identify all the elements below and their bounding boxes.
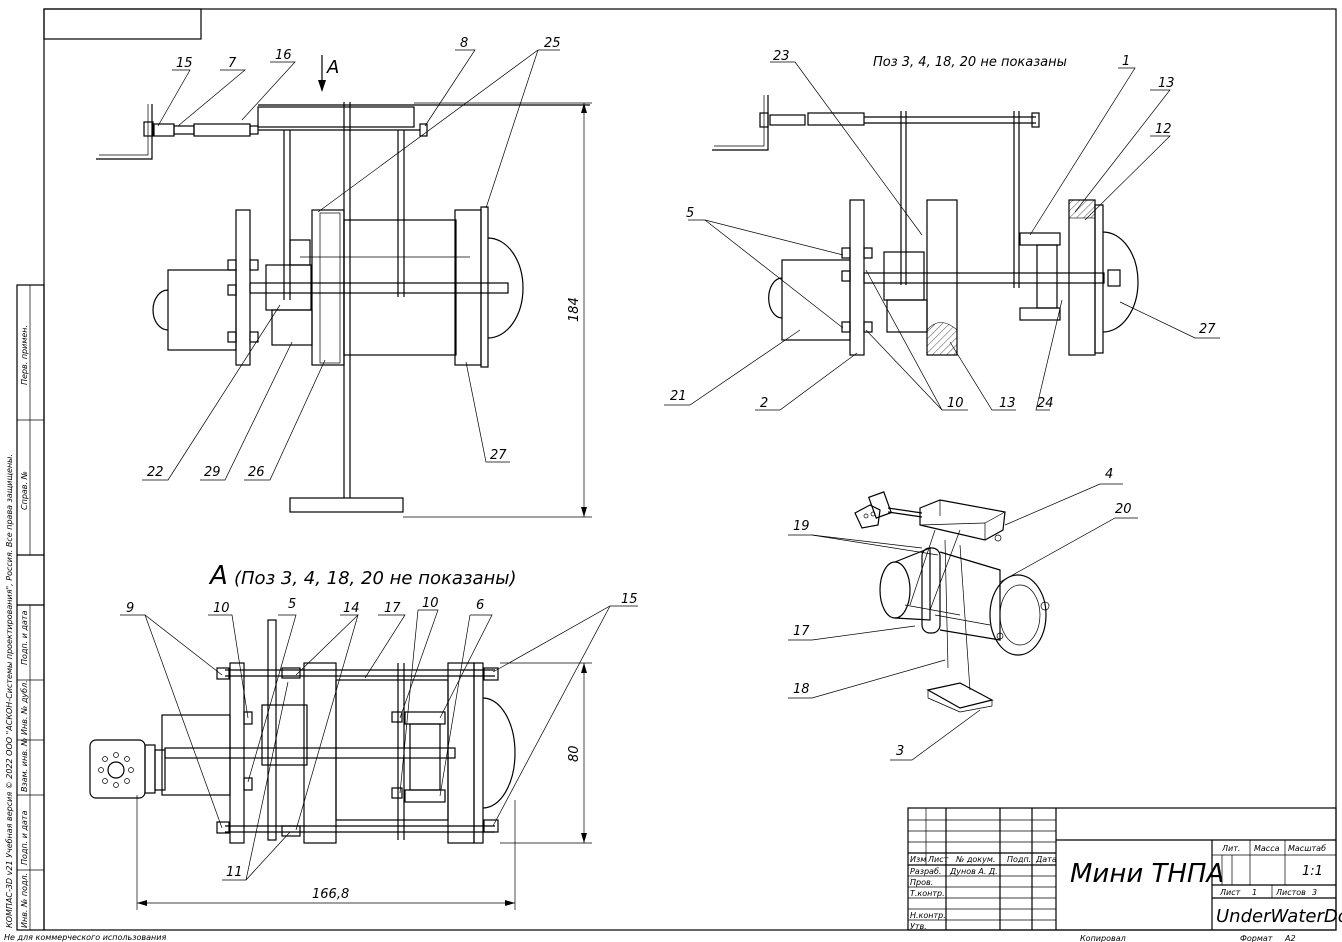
callout-11: 11 — [226, 865, 243, 880]
tb-masshtab: Масштаб — [1288, 844, 1326, 853]
tb-format: Формат — [1240, 934, 1273, 942]
dim-80: 80 — [567, 745, 582, 762]
section-a-note: (Поз 3, 4, 18, 20 не показаны) — [234, 568, 516, 589]
callout-17a: 17 — [384, 601, 401, 616]
callout-13a: 13 — [1158, 76, 1175, 91]
stamp-sprav: Справ. № — [20, 471, 29, 510]
callout-10b: 10 — [213, 601, 230, 616]
tb-prov: Пров. — [910, 878, 933, 887]
tb-sheet: Лист — [1219, 888, 1241, 897]
tb-massa: Масса — [1254, 844, 1280, 853]
stamp-podp2: Подп. и дата — [20, 810, 29, 865]
callout-27b: 27 — [1199, 322, 1216, 337]
dim-1668: 166,8 — [312, 887, 349, 902]
tb-kopiroval: Копировал — [1080, 934, 1126, 942]
section-a-title: А — [208, 561, 228, 591]
callout-6: 6 — [476, 598, 484, 613]
view-a: А (Поз 3, 4, 18, 20 не показаны) — [89, 561, 638, 910]
title-block: Изм Лист № докум. Подп. Дата Разраб. Дун… — [907, 807, 1342, 942]
callout-16: 16 — [275, 48, 292, 63]
tb-company: UnderWaterDogs — [1216, 906, 1342, 927]
sheet-frame — [43, 8, 1337, 931]
tb-data: Дата — [1035, 855, 1057, 864]
tb-podp: Подп. — [1007, 855, 1031, 864]
side-stamp: Перв. примен. Справ. № Подп. и дата Инв.… — [5, 284, 45, 931]
callout-14: 14 — [343, 601, 360, 616]
callout-26: 26 — [248, 465, 265, 480]
callout-13b: 13 — [999, 396, 1016, 411]
tb-lit: Лит. — [1221, 844, 1240, 853]
callout-1: 1 — [1122, 54, 1130, 69]
stamp-podp1: Подп. и дата — [20, 610, 29, 665]
callout-27a: 27 — [490, 448, 507, 463]
callout-24: 24 — [1037, 396, 1054, 411]
tb-scale: 1:1 — [1302, 864, 1323, 879]
callout-5a: 5 — [686, 206, 694, 221]
dim-184: 184 — [567, 297, 582, 322]
callout-19: 19 — [793, 519, 810, 534]
tb-nkontr: Н.контр. — [910, 911, 946, 920]
callout-10a: 10 — [947, 396, 964, 411]
callout-9: 9 — [126, 601, 134, 616]
callout-3: 3 — [896, 744, 904, 759]
note-top-right: Поз 3, 4, 18, 20 не показаны — [873, 55, 1067, 70]
tb-doc: № докум. — [955, 855, 995, 864]
callout-5b: 5 — [288, 597, 296, 612]
callout-23: 23 — [773, 49, 790, 64]
tb-utv: Утв. — [910, 922, 927, 931]
callout-18: 18 — [793, 682, 810, 697]
callout-17b: 17 — [793, 624, 810, 639]
side-view: 184 A 15 7 16 8 25 22 29 26 27 — [96, 36, 592, 518]
tb-tkontr: Т.контр. — [910, 889, 945, 898]
callout-8: 8 — [460, 36, 468, 51]
stamp-perv: Перв. примен. — [20, 325, 29, 385]
callout-15: 15 — [176, 56, 193, 71]
license-vertical: КОМПАС-3D v21 Учебная версия © 2022 ООО … — [5, 454, 14, 928]
tb-list-hdr: Лист — [927, 855, 949, 864]
tb-sheets-no: 3 — [1312, 888, 1317, 897]
tb-razrab-name: Дунов А. Д. — [949, 867, 998, 876]
tb-sheet-no: 1 — [1252, 888, 1257, 897]
stamp-inv-podl: Инв. № подл. — [20, 873, 29, 928]
stamp-inv-dubl: Инв. № дубл. — [20, 680, 29, 735]
tb-sheets: Листов — [1275, 888, 1306, 897]
callout-20: 20 — [1115, 502, 1132, 517]
callout-25: 25 — [544, 36, 561, 51]
callout-4: 4 — [1105, 467, 1113, 482]
view-label: A — [326, 57, 339, 78]
isometric-view: 4 20 19 17 18 3 — [788, 467, 1138, 761]
callout-22: 22 — [147, 465, 164, 480]
license-bottom: Не для коммерческого использования — [4, 933, 166, 942]
tb-format-val: A2 — [1284, 934, 1296, 942]
callout-15b: 15 — [621, 592, 638, 607]
callout-10c: 10 — [422, 596, 439, 611]
section-view: Поз 3, 4, 18, 20 не показаны — [664, 49, 1220, 411]
tb-razrab: Разраб. — [910, 867, 941, 876]
callout-12: 12 — [1155, 122, 1172, 137]
stamp-vzam: Взам. инв. № — [20, 738, 29, 792]
callout-29: 29 — [204, 465, 221, 480]
callout-21: 21 — [670, 389, 687, 404]
callout-2: 2 — [760, 396, 768, 411]
tb-name: Мини ТНПА — [1070, 859, 1224, 889]
callout-7: 7 — [228, 56, 237, 71]
tb-izm: Изм — [910, 855, 926, 864]
